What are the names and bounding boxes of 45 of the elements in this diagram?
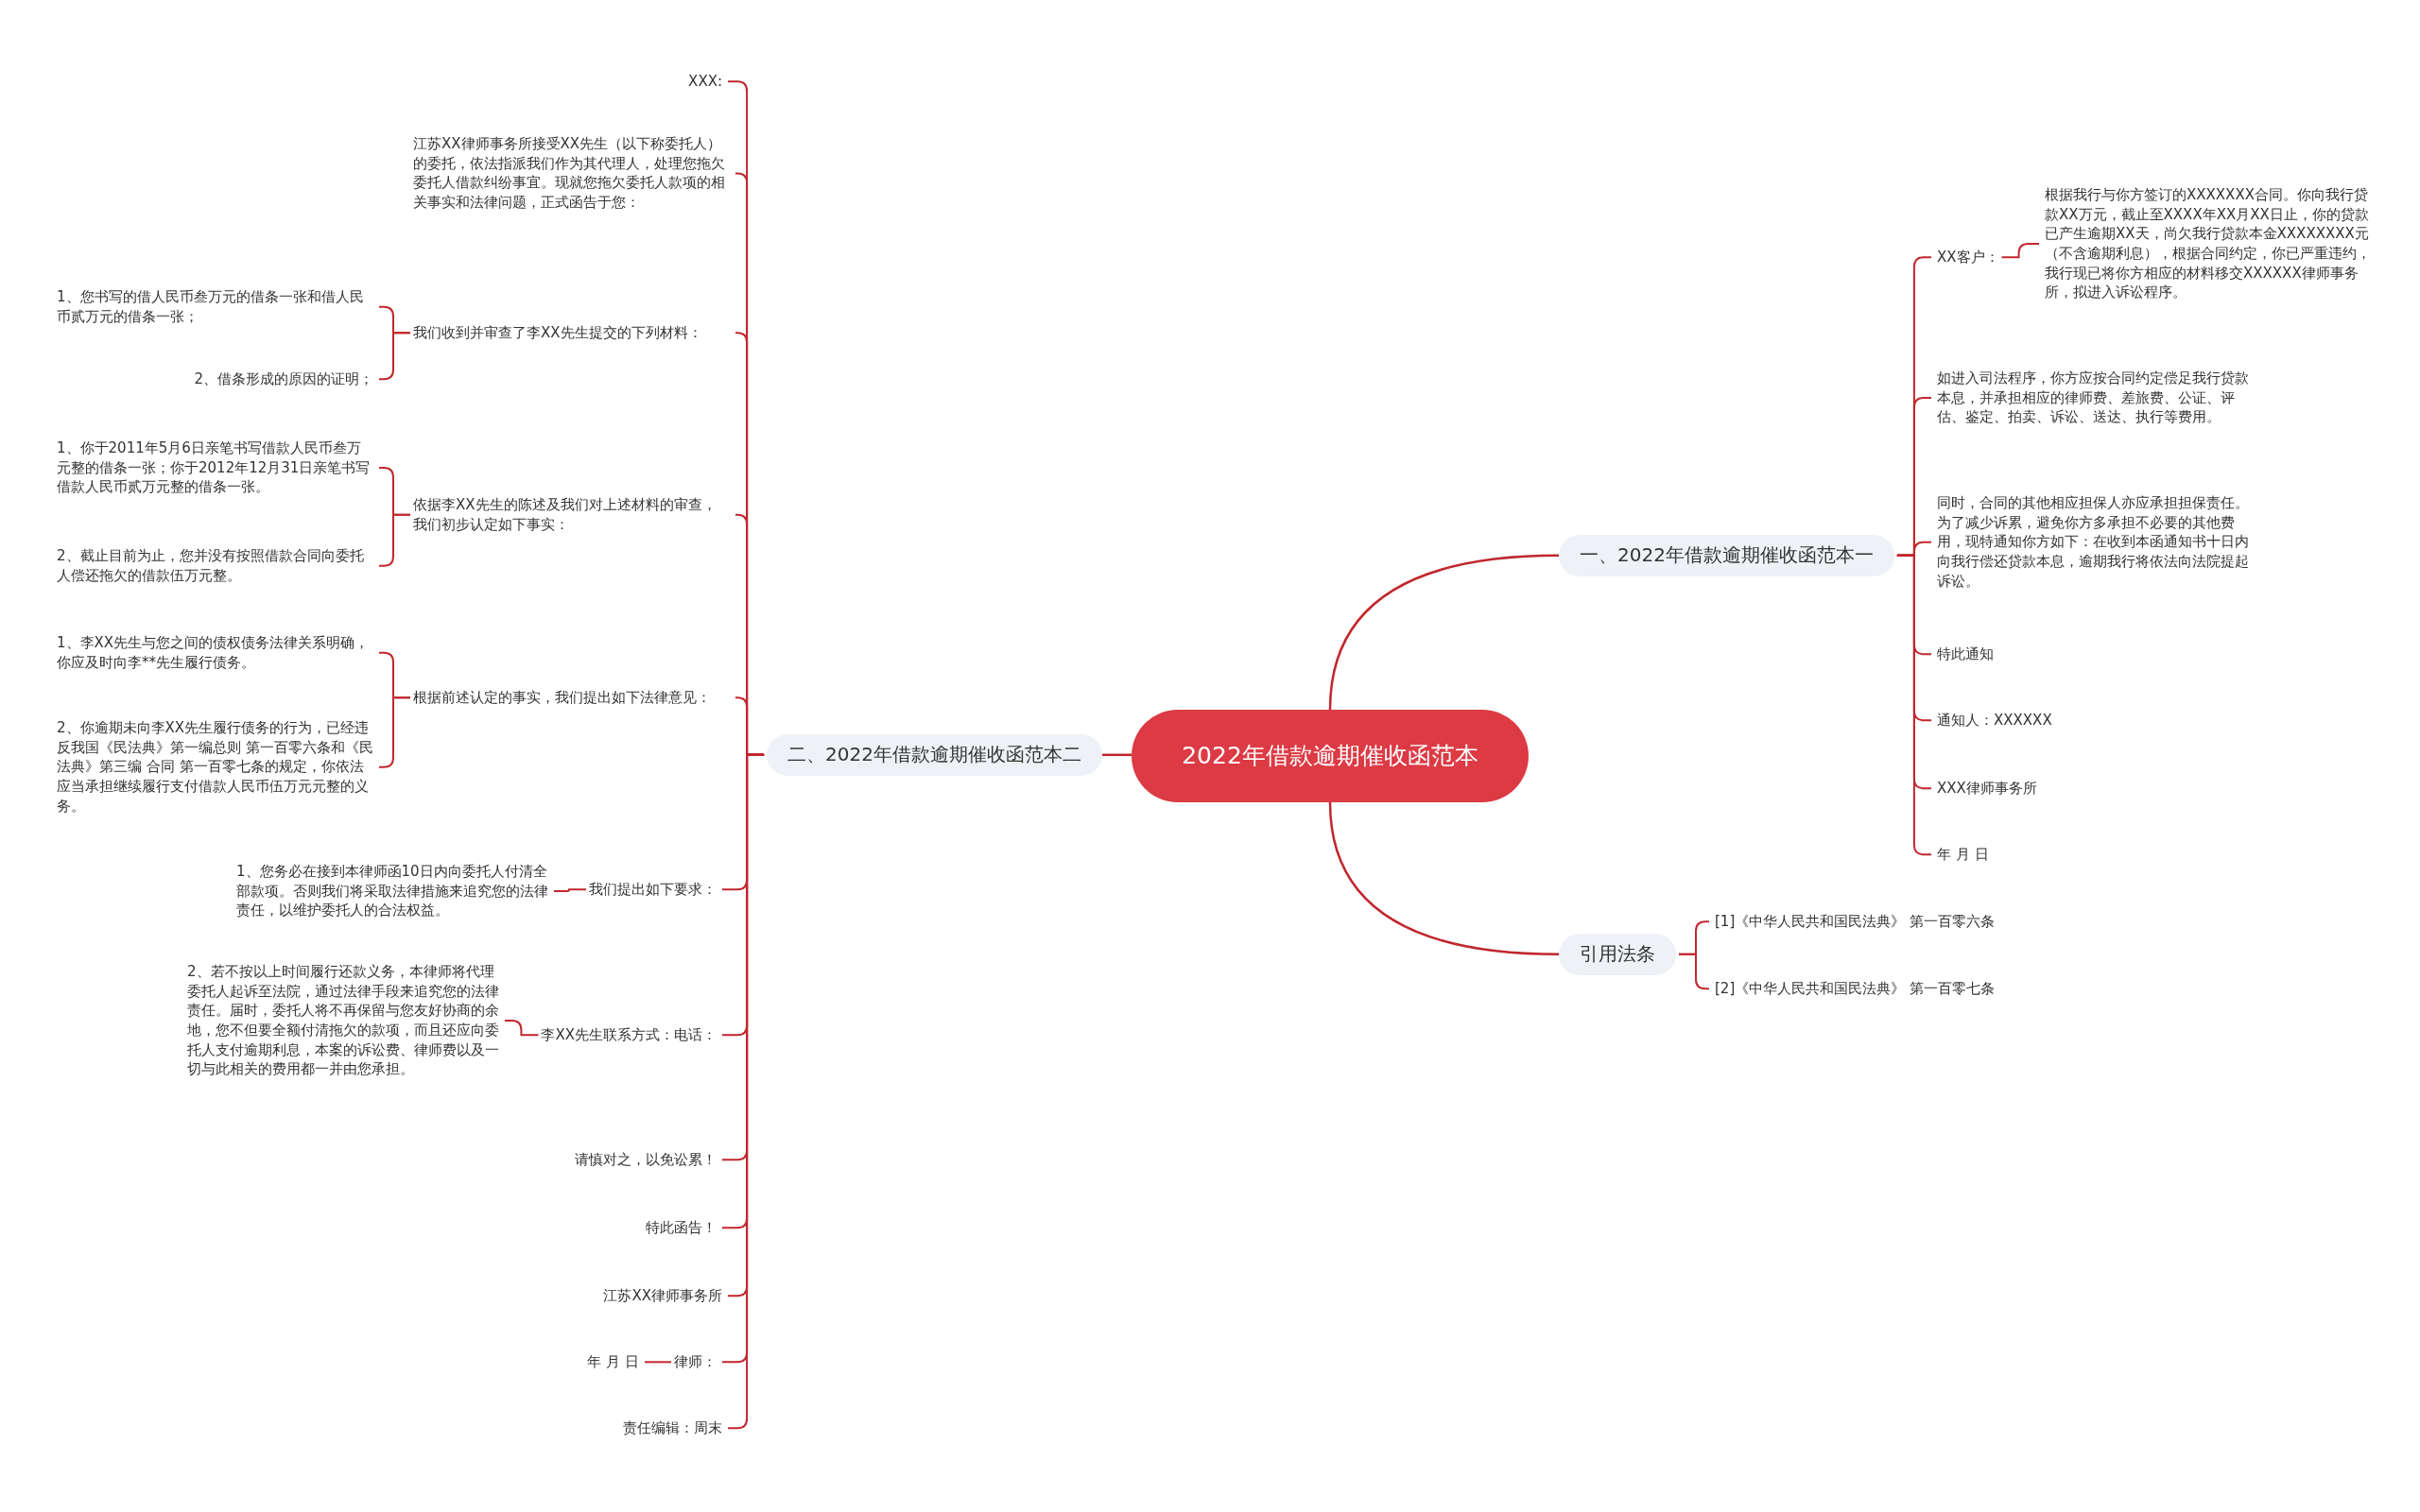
topic-text: 如进入司法程序，你方应按合同约定偿足我行贷款本息，并承担相应的律师费、差旅费、公证、评估、鉴定、拍卖、诉讼、送达、执行等费用。 bbox=[1937, 369, 2249, 428]
connector bbox=[1678, 953, 1710, 990]
topic-text: [1]《中华人民共和国民法典》 第一百零六条 bbox=[1715, 912, 1995, 932]
connector bbox=[378, 332, 411, 381]
topic-text: 江苏XX律师事务所接受XX先生（以下称委托人）的委托，依法指派我们作为其代理人，处理您拖欠委托人借款纠纷事宜。现就您拖欠委托人款项的相关事实和法律问题，正式函告于您： bbox=[413, 134, 730, 213]
topic-text: 请慎对之，以免讼累！ bbox=[575, 1150, 717, 1170]
topic-text: 责任编辑：周末 bbox=[623, 1418, 722, 1438]
topic-text: 年 月 日 bbox=[587, 1352, 639, 1372]
connector bbox=[1328, 554, 1560, 711]
branch-topic: 二、2022年借款逾期催收函范本二 bbox=[767, 734, 1102, 776]
topic-text: 2、借条形成的原因的证明； bbox=[194, 369, 373, 389]
branch-topic: 引用法条 bbox=[1559, 934, 1676, 975]
topic-text: 年 月 日 bbox=[1937, 845, 1989, 865]
topic-text: 1、您书写的借人民币叁万元的借条一张和借人民币贰万元的借条一张； bbox=[57, 287, 373, 327]
topic-text: 根据前述认定的事实，我们提出如下法律意见： bbox=[413, 688, 730, 708]
topic-text: 1、你于2011年5月6日亲笔书写借款人民币叁万元整的借条一张；你于2012年12月31日亲笔书写借款人民币贰万元整的借条一张。 bbox=[57, 438, 373, 498]
topic-text: 我们收到并审查了李XX先生提交的下列材料： bbox=[413, 323, 730, 343]
topic-text: 2、你逾期未向李XX先生履行债务的行为，已经违反我国《民法典》第一编总则 第一百零六条和《民法典》第三编 合同 第一百零七条的规定，你依法应当承担继续履行支付借款人民币伍万元元整的义务。 bbox=[57, 718, 373, 816]
topic-text: 江苏XX律师事务所 bbox=[603, 1286, 722, 1306]
central-topic: 2022年借款逾期催收函范本 bbox=[1132, 710, 1529, 802]
branch-topic: 一、2022年借款逾期催收函范本一 bbox=[1559, 535, 1894, 576]
topic-text: 我们提出如下要求： bbox=[589, 880, 717, 900]
topic-text: 通知人：XXXXXX bbox=[1937, 711, 2052, 730]
connector bbox=[644, 1361, 672, 1364]
topic-text: 2、若不按以上时间履行还款义务，本律师将代理委托人起诉至法院，通过法律手段来追究您的法律责任。届时，委托人将不再保留与您友好协商的余地，您不但要全额付清拖欠的款项，而且还应向委托人支付逾期利息，本案的诉讼费、律师费以及一切与此相关的费用都一并由您承担。 bbox=[187, 962, 499, 1080]
topic-text: 1、您务必在接到本律师函10日内向委托人付清全部款项。否则我们将采取法律措施来追究您的法律责任，以维护委托人的合法权益。 bbox=[236, 862, 548, 921]
topic-text: 特此通知 bbox=[1937, 644, 1994, 664]
topic-text: 李XX先生联系方式：电话： bbox=[541, 1025, 717, 1045]
connector bbox=[2000, 243, 2040, 259]
connector bbox=[378, 513, 411, 567]
topic-text: XX客户： bbox=[1937, 248, 1999, 267]
topic-text: XXX律师事务所 bbox=[1937, 779, 2037, 799]
connector bbox=[1328, 801, 1560, 956]
connector bbox=[504, 1020, 540, 1037]
topic-text: 特此函告！ bbox=[646, 1218, 717, 1238]
topic-text: 依据李XX先生的陈述及我们对上述材料的审查，我们初步认定如下事实： bbox=[413, 495, 730, 535]
topic-text: 同时，合同的其他相应担保人亦应承担担保责任。为了减少诉累，避免你方多承担不必要的其他费用，现特通知你方如下：在收到本函通知书十日内向我行偿还贷款本息，逾期我行将依法向法院提起诉讼。 bbox=[1937, 493, 2249, 592]
topic-text: XXX: bbox=[688, 72, 722, 92]
topic-text: 根据我行与你方签订的XXXXXXX合同。你向我行贷款XX万元，截止至XXXX年XX月XX日止，你的贷款已产生逾期XX天，尚欠我行贷款本金XXXXXXXX元（不含逾期利息），根据合同约定，你已严重违约，我行现已将你方相应的材料移交XXXXXX律师事务所，拟进入诉讼程序。 bbox=[2045, 185, 2371, 303]
connector bbox=[553, 888, 587, 893]
topic-text: 律师： bbox=[674, 1352, 717, 1372]
topic-text: 1、李XX先生与您之间的债权债务法律关系明确，你应及时向李**先生履行债务。 bbox=[57, 633, 373, 673]
topic-text: 2、截止目前为止，您并没有按照借款合同向委托人偿还拖欠的借款伍万元整。 bbox=[57, 546, 373, 586]
connector bbox=[1102, 753, 1132, 757]
topic-text: [2]《中华人民共和国民法典》 第一百零七条 bbox=[1715, 979, 1995, 999]
